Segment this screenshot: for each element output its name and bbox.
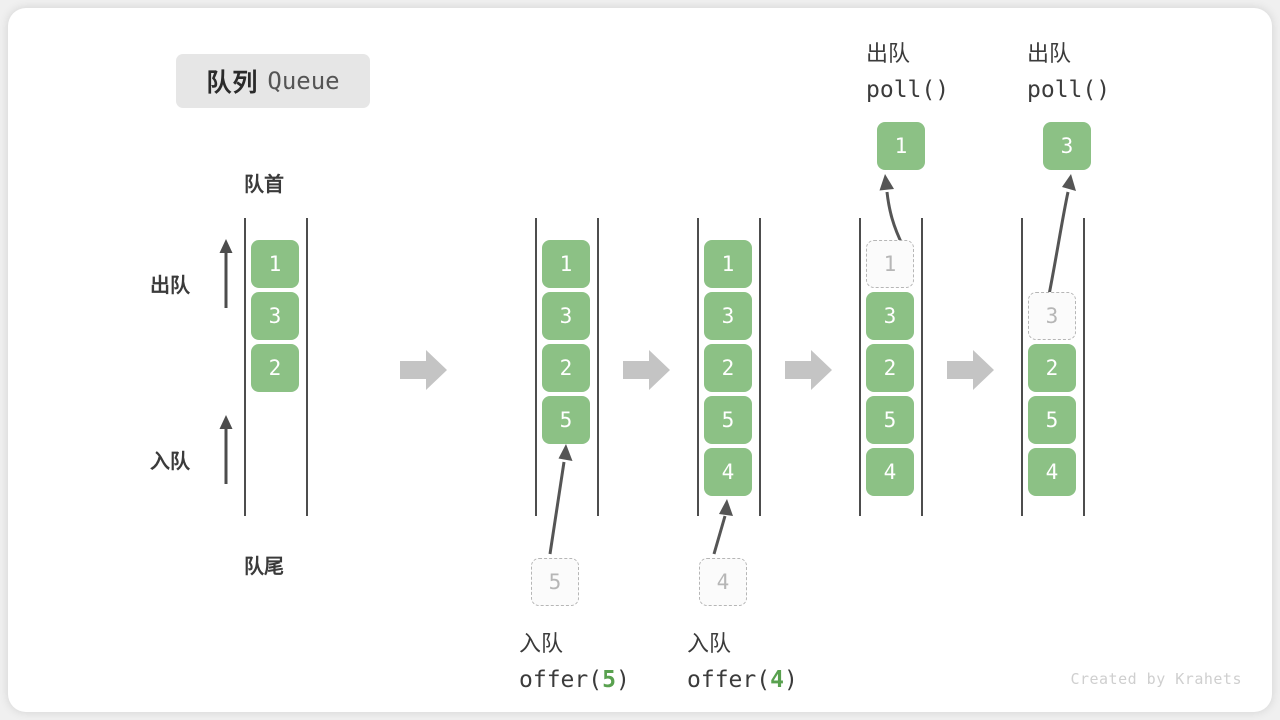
poll-2-label-code: poll(): [1027, 77, 1111, 103]
watermark: Created by Krahets: [1070, 670, 1242, 688]
queue-cell: 5: [704, 396, 752, 444]
queue-rail-left: [1021, 218, 1023, 516]
queue-cell: 5: [1028, 396, 1076, 444]
offer-5-code-value: 5: [602, 667, 616, 693]
offer-4-label-cn: 入队: [687, 631, 732, 656]
queue-cell: 2: [1028, 344, 1076, 392]
queue-cell-new: 4: [704, 448, 752, 496]
enqueue-direction-label: 入队: [150, 451, 190, 473]
queue-rail-right: [921, 218, 923, 516]
dequeue-motion-arrow-icon: [1046, 174, 1076, 301]
queue-tail-label: 队尾: [244, 556, 284, 578]
queue-cell: 2: [251, 344, 299, 392]
queue-cell: 4: [1028, 448, 1076, 496]
poll-1-label-code: poll(): [866, 77, 950, 103]
enqueue-motion-arrow-icon: [712, 499, 733, 555]
queue-rail-left: [859, 218, 861, 516]
polled-value-cell: 3: [1043, 122, 1091, 170]
offer-5-label: 入队 offer(5): [519, 626, 630, 698]
queue-cell: 3: [542, 292, 590, 340]
enqueue-direction-arrow-icon: [219, 415, 233, 484]
diagram-title-chip: 队列 Queue: [176, 54, 370, 108]
title-en: Queue: [267, 67, 340, 95]
offer-5-label-cn: 入队: [519, 631, 564, 656]
queue-cell-removed: 1: [866, 240, 914, 288]
poll-2-label-cn: 出队: [1027, 41, 1072, 66]
queue-rail-left: [697, 218, 699, 516]
poll-1-label: 出队 poll(): [866, 36, 949, 108]
diagram-card: 队列 Queue 队首 队尾 出队 入队 1 3 2: [8, 8, 1272, 712]
offer-4-code-prefix: offer(: [687, 667, 771, 693]
queue-cell: 2: [542, 344, 590, 392]
queue-rail-right: [1083, 218, 1085, 516]
queue-rail-right: [306, 218, 308, 516]
queue-rail-left: [535, 218, 537, 516]
queue-rail-right: [759, 218, 761, 516]
queue-cell: 3: [251, 292, 299, 340]
offer-4-label-code: offer(4): [687, 662, 798, 698]
dequeue-direction-arrow-icon: [219, 239, 233, 308]
poll-1-label-cn: 出队: [866, 41, 911, 66]
queue-cell: 3: [866, 292, 914, 340]
enqueue-ghost-cell: 4: [699, 558, 747, 606]
enqueue-ghost-cell: 5: [531, 558, 579, 606]
queue-cell: 1: [251, 240, 299, 288]
queue-cell: 2: [704, 344, 752, 392]
offer-5-label-code: offer(5): [519, 662, 630, 698]
flow-arrow-icon: [947, 350, 994, 390]
queue-cell: 2: [866, 344, 914, 392]
queue-cell: 1: [704, 240, 752, 288]
poll-2-label: 出队 poll(): [1027, 36, 1110, 108]
queue-head-label: 队首: [244, 174, 284, 196]
flow-arrow-icon: [400, 350, 447, 390]
offer-5-code-prefix: offer(: [519, 667, 603, 693]
flow-arrow-icon: [623, 350, 670, 390]
queue-cell-new: 5: [542, 396, 590, 444]
title-cn: 队列: [206, 69, 259, 97]
queue-cell: 1: [542, 240, 590, 288]
queue-rail-right: [597, 218, 599, 516]
flow-arrow-icon: [785, 350, 832, 390]
offer-4-code-suffix: ): [783, 667, 798, 693]
enqueue-motion-arrow-icon: [548, 444, 573, 555]
dequeue-direction-label: 出队: [150, 275, 190, 297]
queue-rail-left: [244, 218, 246, 516]
queue-cell: 4: [866, 448, 914, 496]
queue-cell: 5: [866, 396, 914, 444]
queue-cell: 3: [704, 292, 752, 340]
offer-4-label: 入队 offer(4): [687, 626, 798, 698]
offer-4-code-value: 4: [770, 667, 784, 693]
queue-cell-removed: 3: [1028, 292, 1076, 340]
offer-5-code-suffix: ): [615, 667, 630, 693]
polled-value-cell: 1: [877, 122, 925, 170]
